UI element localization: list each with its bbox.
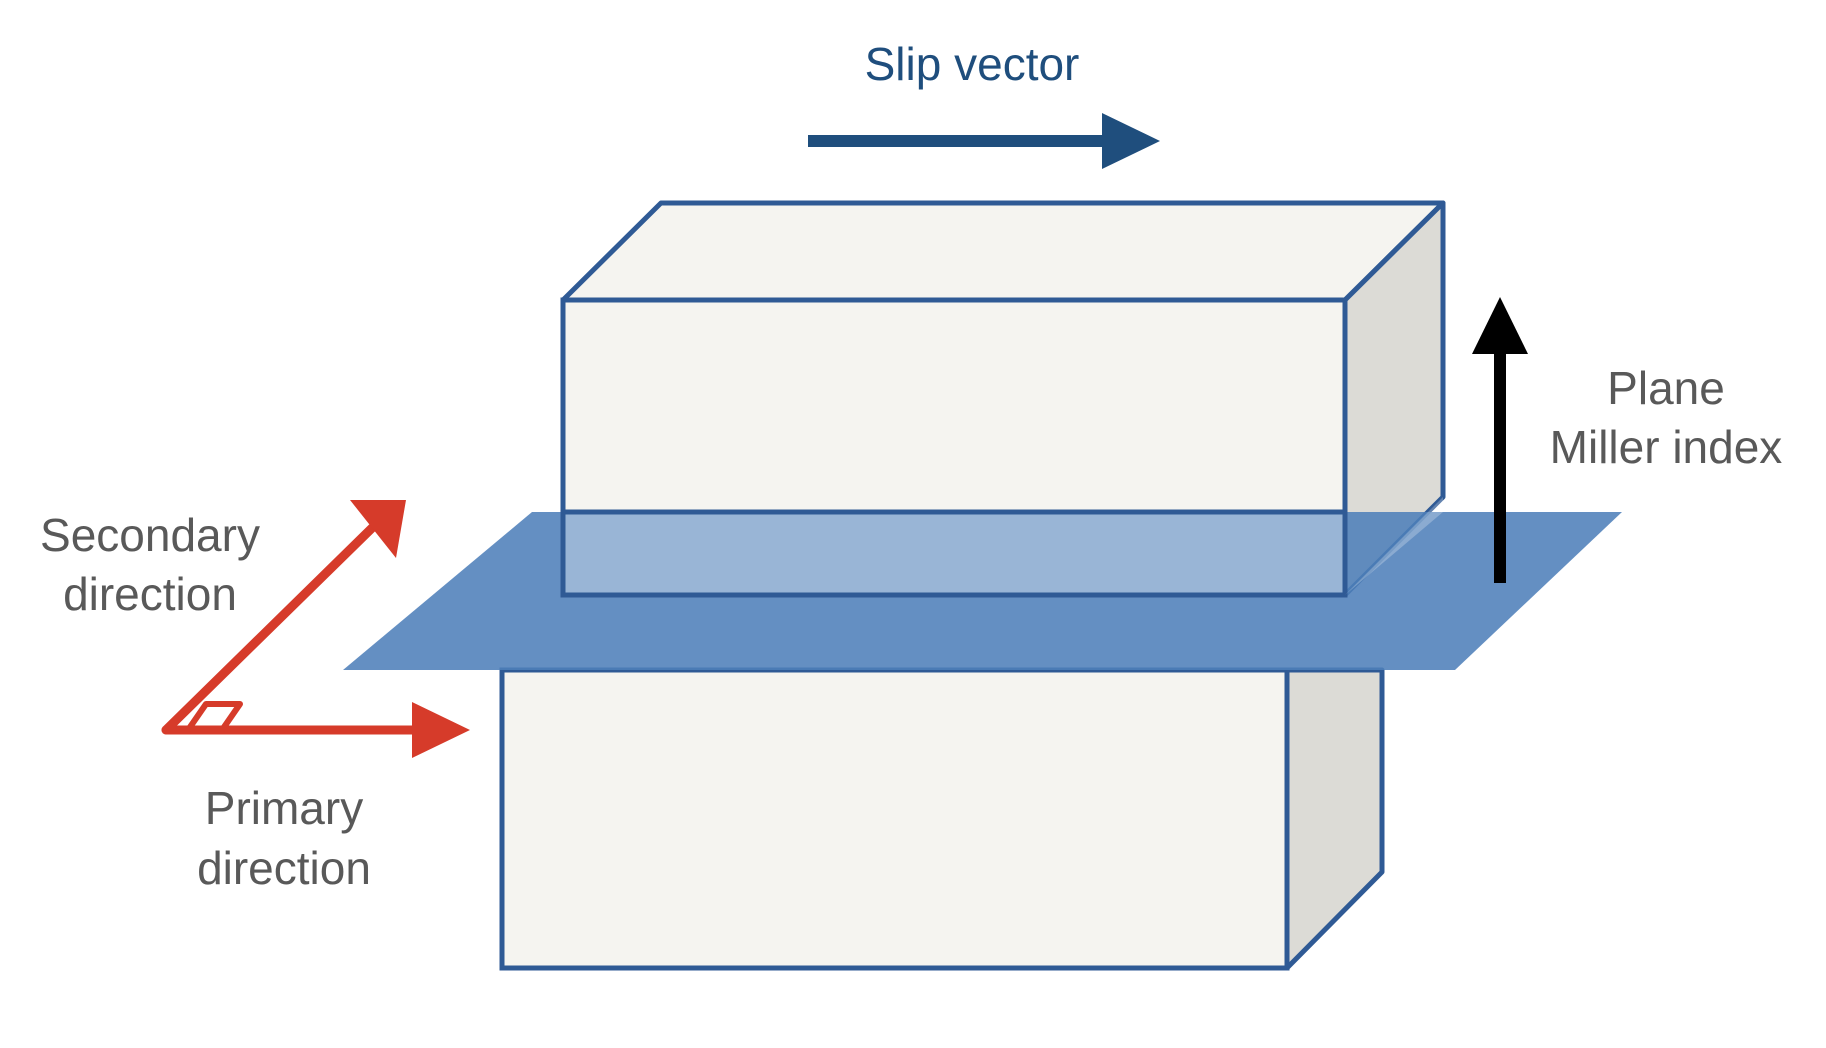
- top-block-outline-through-plane: [560, 497, 1443, 598]
- top-block-top-face: [560, 200, 1446, 303]
- secondary-direction-label-line1: Secondary: [40, 509, 260, 561]
- top-block-lower-front: [560, 509, 1348, 598]
- plane-label-line2: Miller index: [1550, 421, 1783, 473]
- plane-normal-arrow: [1472, 297, 1528, 583]
- bottom-block: [499, 667, 1385, 971]
- bottom-block-front-face: [499, 667, 1290, 971]
- bottom-block-side-face: [1284, 667, 1385, 971]
- slip-vector-label: Slip vector: [865, 38, 1080, 90]
- direction-axes: [161, 500, 470, 758]
- primary-direction-label-line2: direction: [197, 842, 371, 894]
- right-angle-marker: [185, 701, 243, 732]
- slip-vector-arrow: [808, 113, 1160, 169]
- primary-direction-label-line1: Primary: [205, 782, 363, 834]
- primary-direction-arrowhead: [412, 702, 470, 758]
- slip-plane: [343, 512, 1622, 670]
- top-block-lower-side: [1345, 497, 1443, 595]
- secondary-direction-label-line2: direction: [63, 568, 237, 620]
- secondary-direction-arrow-shaft: [161, 523, 377, 735]
- secondary-direction-arrowhead: [350, 500, 406, 558]
- plane-label-line1: Plane: [1607, 362, 1725, 414]
